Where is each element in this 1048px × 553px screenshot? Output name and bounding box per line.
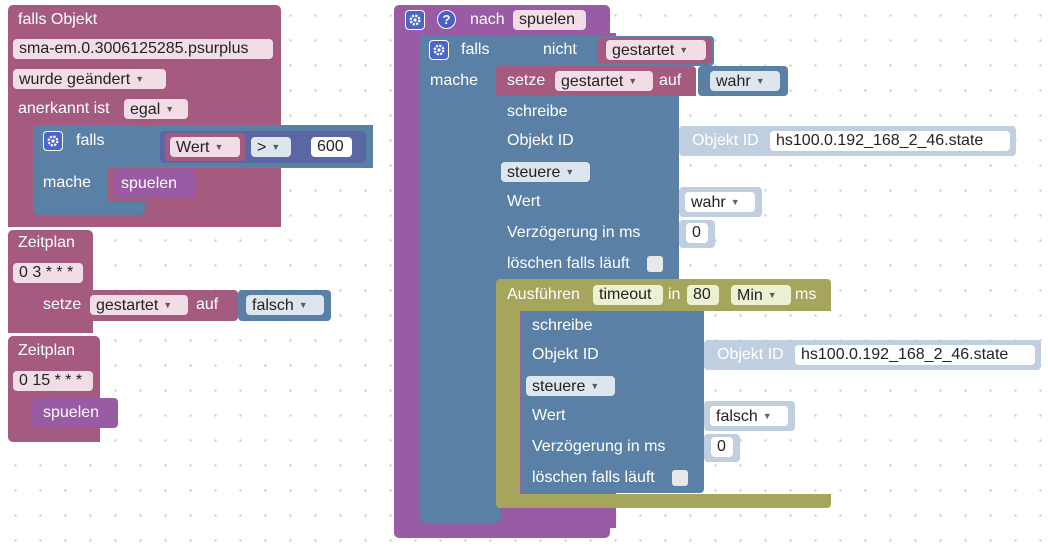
cron-field-2[interactable]: 0 15 * * * <box>13 371 93 391</box>
value-dropdown[interactable]: Wert ▼ <box>170 137 240 157</box>
value-dropdown-value: Wert <box>176 139 210 156</box>
write-title-1: schreibe <box>507 103 568 120</box>
if-label: falls <box>76 132 105 149</box>
set-variable-dropdown[interactable]: gestartet ▼ <box>555 71 653 91</box>
value-dropdown-value-1: wahr <box>691 194 726 211</box>
event-dropdown-value: wurde geändert <box>19 71 131 88</box>
clear-label-2: löschen falls läuft <box>532 469 655 486</box>
timeout-amount-input[interactable]: 80 <box>687 285 719 305</box>
write-block-1[interactable] <box>496 96 679 279</box>
timeout-block-side <box>496 311 520 497</box>
timeout-name-input[interactable]: timeout <box>593 285 663 305</box>
do-label-main: mache <box>430 72 479 89</box>
procedure-title: nach <box>470 11 505 28</box>
dropdown-arrow-icon: ▼ <box>679 45 689 55</box>
dropdown-arrow-icon: ▼ <box>628 76 638 86</box>
call-label-2: spuelen <box>43 404 100 421</box>
delay-label-2: Verzögerung in ms <box>532 438 666 455</box>
value-dropdown-2[interactable]: falsch ▼ <box>710 406 788 426</box>
object-id-label-1: Objekt ID <box>507 132 574 149</box>
mode-dropdown-value-2: steuere <box>532 378 586 395</box>
set-variable-value: gestartet <box>561 73 624 90</box>
clear-checkbox-2[interactable] <box>672 470 688 486</box>
timeout-block-footer <box>496 494 831 508</box>
ack-label: anerkannt ist <box>18 100 110 117</box>
dropdown-arrow-icon: ▼ <box>762 411 772 421</box>
mode-dropdown-1[interactable]: steuere ▼ <box>501 162 590 182</box>
value-label-1: Wert <box>507 193 541 210</box>
timeout-label: Ausführen <box>507 286 580 303</box>
write-block-2[interactable] <box>521 311 704 493</box>
to-label: auf <box>196 296 219 313</box>
operator-dropdown-value: > <box>257 139 267 156</box>
dropdown-arrow-icon: ▼ <box>767 290 777 300</box>
value-label-2: Wert <box>532 407 566 424</box>
dropdown-arrow-icon: ▼ <box>298 300 308 310</box>
variable-dropdown[interactable]: gestartet ▼ <box>90 295 188 315</box>
cron-field-1[interactable]: 0 3 * * * <box>13 263 83 283</box>
gear-icon[interactable] <box>429 40 449 60</box>
value-dropdown-value-2: falsch <box>716 408 758 425</box>
mode-dropdown-2[interactable]: steuere ▼ <box>526 376 615 396</box>
ack-dropdown[interactable]: egal ▼ <box>124 99 188 119</box>
set-value-value: wahr <box>716 73 751 90</box>
if-block-main[interactable] <box>419 35 501 523</box>
delay-input-2[interactable]: 0 <box>711 437 733 457</box>
schedule-title-1: Zeitplan <box>18 234 75 251</box>
threshold-input[interactable]: 600 <box>311 137 352 157</box>
schedule-block-1-footer <box>8 321 93 333</box>
set-label-main: setze <box>507 72 546 89</box>
clear-label-1: löschen falls läuft <box>507 255 630 272</box>
boolean-dropdown[interactable]: falsch ▼ <box>246 295 324 315</box>
timeout-ms-label: ms <box>795 286 817 303</box>
dropdown-arrow-icon: ▼ <box>755 76 765 86</box>
not-label: nicht <box>543 41 577 58</box>
value-dropdown-1[interactable]: wahr ▼ <box>685 192 755 212</box>
dropdown-arrow-icon: ▼ <box>730 197 740 207</box>
object-id-label-2: Objekt ID <box>532 346 599 363</box>
oid-prefix-2: Objekt ID <box>717 346 784 363</box>
call-spuelen-block[interactable] <box>113 169 195 198</box>
do-label: mache <box>43 174 92 191</box>
set-value-dropdown[interactable]: wahr ▼ <box>710 71 780 91</box>
timeout-in-label: in <box>668 286 681 303</box>
if-label-main: falls <box>461 41 490 58</box>
call-spuelen-block-2[interactable] <box>32 398 118 428</box>
schedule-title-2: Zeitplan <box>18 342 75 359</box>
delay-input-1[interactable]: 0 <box>686 223 708 243</box>
dropdown-arrow-icon: ▼ <box>165 104 175 114</box>
ack-dropdown-value: egal <box>130 101 161 118</box>
condition-variable-value: gestartet <box>612 42 675 59</box>
dropdown-arrow-icon: ▼ <box>214 142 224 152</box>
call-label: spuelen <box>121 175 178 192</box>
dropdown-arrow-icon: ▼ <box>271 142 281 152</box>
operator-dropdown[interactable]: >▼ <box>251 137 291 157</box>
delay-label-1: Verzögerung in ms <box>507 224 641 241</box>
timeout-unit-dropdown[interactable]: Min ▼ <box>731 285 791 305</box>
clear-checkbox-1[interactable] <box>647 256 663 272</box>
oid-input-1[interactable]: hs100.0.192_168_2_46.state <box>770 131 1010 151</box>
help-icon[interactable]: ? <box>437 10 456 29</box>
mode-dropdown-value-1: steuere <box>507 164 561 181</box>
set-label: setze <box>43 296 82 313</box>
boolean-dropdown-value: falsch <box>252 297 294 314</box>
variable-dropdown-value: gestartet <box>96 297 159 314</box>
dropdown-arrow-icon: ▼ <box>590 381 600 391</box>
write-title-2: schreibe <box>532 317 593 334</box>
dropdown-arrow-icon: ▼ <box>565 167 575 177</box>
oid-prefix-1: Objekt ID <box>692 132 759 149</box>
event-dropdown[interactable]: wurde geändert ▼ <box>13 69 166 89</box>
dropdown-arrow-icon: ▼ <box>135 74 145 84</box>
procedure-name-input[interactable]: spuelen <box>513 10 586 30</box>
gear-icon[interactable] <box>43 131 63 151</box>
object-id-field[interactable]: sma-em.0.3006125285.psurplus <box>13 39 273 59</box>
oid-input-2[interactable]: hs100.0.192_168_2_46.state <box>795 345 1035 365</box>
condition-variable-dropdown[interactable]: gestartet ▼ <box>606 40 706 60</box>
timeout-unit-value: Min <box>737 287 763 304</box>
trigger-title: falls Objekt <box>18 11 98 28</box>
to-label-main: auf <box>659 72 682 89</box>
gear-icon[interactable] <box>405 10 425 30</box>
dropdown-arrow-icon: ▼ <box>163 300 173 310</box>
